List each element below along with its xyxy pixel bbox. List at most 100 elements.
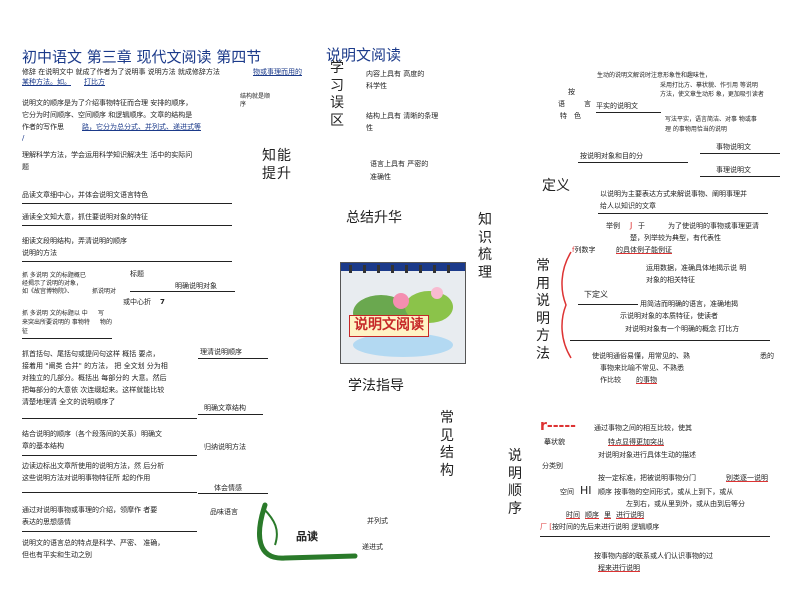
sx-11b: 顺序: [585, 511, 599, 519]
dbf-3: 事物来比喻不常见、不熟悉: [600, 364, 684, 372]
sx-6: 按一定标准，把被说明事物分门: [598, 474, 696, 482]
left-p9e: 清楚地理清 全文的说明顺序了: [22, 398, 116, 406]
xuexi-c2: 准确性: [370, 173, 391, 181]
left-p8c: 征: [22, 328, 29, 335]
left-p4: 品读文章细中心，并体会说明文语言特色: [22, 191, 148, 199]
def-2: 给人以知识的文章: [600, 202, 656, 210]
xdy-3: 对说明对象有一个明确的概念 打比方: [625, 325, 740, 333]
branch-zongjie: 总结升华: [346, 210, 402, 226]
mid-mingque-jiegou: 明确文章结构: [204, 404, 246, 412]
right-r4: 写法平实，语言简洁、对事 物或事: [665, 116, 757, 123]
mid-bingliu: 并列式: [367, 517, 388, 525]
left-p9b: 接着用 "阐类 合并" 的方法， 把 全文划 分为相: [22, 362, 168, 370]
branch-xiadingyi: 下定义: [584, 290, 608, 299]
jl-1: 举例: [606, 222, 620, 230]
sx-12: 按时间的先后来进行说明 逻辑顺序: [551, 523, 660, 531]
xdy-1: 用简洁而明确的语言，准确地揭: [640, 300, 738, 308]
dbf-4: 作比较: [600, 376, 621, 384]
page-title: 初中语文 第三章 现代文阅读 第四节: [22, 48, 262, 66]
xuexi-a2: 科学性: [366, 82, 387, 90]
left-p6a: 细读文段明结构，弄清说明的顺序: [22, 237, 127, 245]
right-rmark: r-----: [540, 418, 576, 434]
left-p7a: 抓 多说明 文的标题概已: [22, 272, 86, 279]
sx-11: 时间: [566, 511, 580, 519]
mid-liqing: 理清说明顺序: [200, 348, 242, 356]
anyuyan-3: 言: [584, 100, 591, 108]
lsz: f列数字: [572, 246, 596, 254]
green-brush-stroke: [257, 502, 358, 561]
right-r8: 事理说明文: [716, 166, 751, 174]
def-1: 以说明为主要表达方式来解说事物、阐明事理并: [600, 190, 747, 198]
dbf-2: 悉的: [760, 352, 774, 360]
sx-7: 别类逐一说明: [726, 474, 768, 482]
left-p3: 理解科学方法，学会运用科学知识解决生 活中的实际问: [22, 151, 193, 159]
sx-14: 程来进行说明: [598, 564, 640, 572]
branch-xuexi: 学习误区: [330, 60, 344, 129]
left-p10a: 结合说明的顺序（各个段落间的关系）明确文: [22, 430, 162, 438]
left-p12a: 通过对说明事物或事理的介绍，领摩作 者要: [22, 506, 158, 514]
xdy-2: 示说明对象的本质特征，使读者: [620, 312, 718, 320]
sx-9: 顺序 按事物的空间形式，或从上到下，或从: [598, 488, 734, 496]
xuexi-b2: 性: [366, 124, 373, 132]
branch-shunxu: 说明顺序: [508, 448, 522, 517]
xuexi-a1: 内容上具有 高度的: [366, 70, 425, 78]
sx-11d: 进行说明: [616, 511, 644, 519]
center-label: 说明文阅读: [349, 315, 429, 337]
jl-4: 楚，列举较为典型，有代表性: [630, 234, 721, 242]
right-r2: 采用打比方、摹状貌、作引用 等说明: [660, 82, 758, 89]
left-p7c: 如《故宫博物院》、: [22, 288, 74, 295]
mid-biaoti: 标题: [130, 270, 144, 278]
left-p8d: 写: [98, 310, 105, 317]
left-p1c: 某种方法。如。: [22, 78, 71, 86]
left-p9d: 把每部分的大意依 次连缀起来。这样就能比较: [22, 386, 165, 394]
dbf-1: 使说明通俗易懂，用常见的、熟: [592, 352, 690, 360]
mid-zhongxin-mark: 7: [160, 298, 165, 306]
left-p10b: 章的基本结构: [22, 442, 64, 450]
left-p8e: 物的: [100, 319, 113, 326]
sx-5: 分类别: [542, 462, 563, 470]
left-p6b: 说明的方法: [22, 249, 57, 257]
xuexi-b1: 结构上具有 清晰的条理: [366, 112, 439, 120]
left-p1d: 打比方: [84, 78, 105, 86]
left-p8b: 来突出所要说明的 事物特: [22, 319, 90, 326]
left-p3b: 题: [22, 163, 29, 171]
anyuyan-1: 按: [568, 88, 575, 96]
left-p13a: 说明文的语言总的特点是科学、严密、 准确，: [22, 539, 165, 547]
left-p2d: 路，它分为总分式、并列式、递进式等: [82, 123, 201, 131]
left-p9a: 抓首括句、尾括句或提问句这样 概括 要点，: [22, 350, 160, 358]
mid-zhongxin: 或中心折: [123, 298, 151, 306]
branch-pindu: 品读: [296, 530, 318, 543]
left-p11a: 边读边标出文章所使用的说明方法，然 后分析: [22, 462, 165, 470]
sx-2: 摹状貌: [544, 438, 565, 446]
right-pingshi: 平实的说明文: [596, 102, 638, 110]
left-p1a: 修辞 在说明文中 就成了作者为了说明事 说明方法 就成修辞方法: [22, 68, 220, 76]
sx-4: 对说明对象进行具体生动的描述: [598, 451, 696, 459]
sx-13: 按事物内部的联系或人们认识事物的过: [594, 552, 713, 560]
right-r5: 理 的事物用恰当的说明: [665, 126, 727, 133]
branch-zhishi: 知识梳理: [478, 212, 492, 281]
left-p13b: 但也有平实和生动之别: [22, 551, 92, 559]
left-p5: 通读全文知大意，抓住要说明对象的特征: [22, 213, 148, 221]
sx-8: 空间: [560, 488, 574, 496]
left-p8a: 抓 多说明 文的标题以 中: [22, 310, 88, 317]
jl-3: 为了使说明的事物或事理更清: [668, 222, 759, 230]
sx-1: 通过事物之间的相互比较，使其: [594, 424, 692, 432]
left-p11b: 这些说明方法对说明事物特征所 起的作用: [22, 474, 151, 482]
branch-zhineng: 知能提升: [262, 148, 292, 182]
center-image: 说明文阅读: [340, 262, 466, 364]
left-p7b: 经揭示了说明的对象，: [22, 280, 83, 287]
left-p2a: 说明文的顺序是为了介绍事物特征而合理 安排的顺序，: [22, 99, 193, 107]
left-p2c: 作者的写作思: [22, 123, 64, 131]
brace: [561, 251, 572, 359]
branch-dingyi: 定义: [542, 178, 570, 194]
mid-tihui: 体会情感: [214, 484, 242, 492]
mid-jiegou: 结构就是顺序: [240, 93, 271, 108]
anyuyan-2: 语: [558, 100, 565, 108]
sx-3: 特点显得更加突出: [608, 438, 664, 446]
right-r3: 方法，使文章生动形 象，更加吸引读者: [660, 91, 764, 98]
left-p9c: 对独立的几部分。概括出 每部分的 大意。然后: [22, 374, 167, 382]
sx-10: 左到右，或从里到外，或从由到后等分: [626, 500, 745, 508]
jl-2: 于: [638, 222, 645, 230]
sx-11c: 里: [604, 511, 611, 519]
xuexi-c1: 语言上具有 严密的: [370, 160, 429, 168]
